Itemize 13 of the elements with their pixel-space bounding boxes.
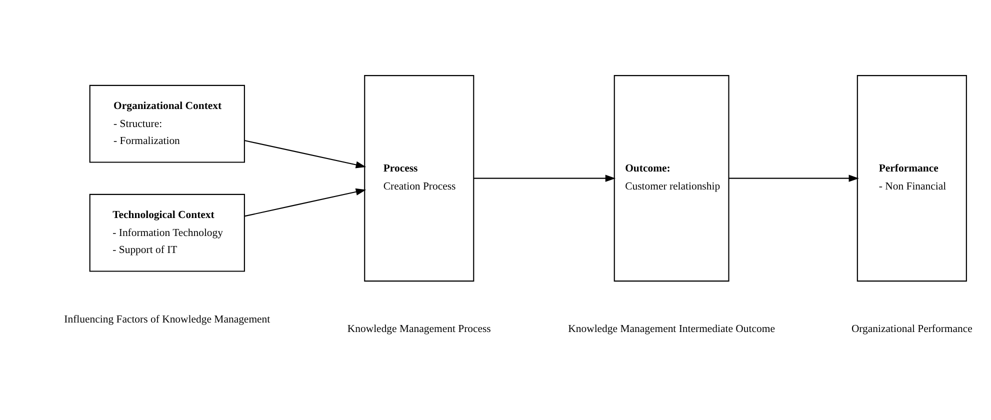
label: Knowledge Management Intermediate Outcome bbox=[568, 322, 775, 335]
label: Influencing Factors of Knowledge Management bbox=[64, 312, 270, 325]
arrow bbox=[244, 139, 366, 168]
label: Organizational Performance bbox=[851, 322, 972, 335]
node-box: Process Creation Process bbox=[364, 74, 474, 282]
node-box: Technological Context - Information Technology - Support of IT bbox=[89, 193, 245, 272]
label: Knowledge Management Process bbox=[347, 322, 491, 335]
node-box: Outcome: Customer relationship bbox=[614, 74, 730, 282]
node-box: Organizational Context - Structure: - Formalization bbox=[89, 84, 245, 162]
node-box: Performance - Non Financial bbox=[856, 74, 967, 282]
arrow bbox=[729, 174, 859, 182]
arrow bbox=[244, 188, 366, 216]
arrow bbox=[474, 174, 616, 182]
